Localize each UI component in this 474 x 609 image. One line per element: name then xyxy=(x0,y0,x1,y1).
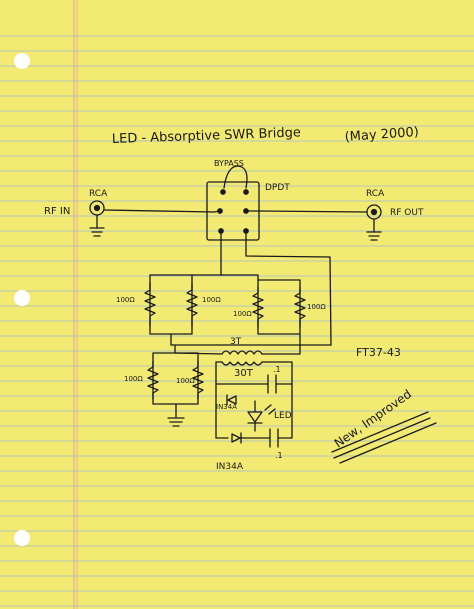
resistor-pair-left-frame xyxy=(149,274,239,346)
label-r6: 100Ω xyxy=(176,377,195,385)
label-r2: 100Ω xyxy=(202,296,221,304)
label-dpdt: DPDT xyxy=(265,183,290,193)
input-line xyxy=(103,209,215,213)
diode-top xyxy=(226,394,237,406)
resistor-r5 xyxy=(147,360,159,400)
detector-left-rail xyxy=(215,361,229,439)
wire-to-bridge-right xyxy=(245,232,332,346)
label-rf-out: RF OUT xyxy=(390,208,424,218)
diagram-date: (May 2000) xyxy=(344,125,419,145)
label-r5: 100Ω xyxy=(124,375,143,383)
label-r3: 100Ω xyxy=(233,310,252,318)
label-diode-top: IN34A xyxy=(216,403,237,411)
binder-hole-bottom xyxy=(14,530,30,546)
winding-3t xyxy=(221,350,263,355)
capacitor-bottom xyxy=(269,428,279,448)
label-led: LED xyxy=(274,411,292,421)
note-underline xyxy=(331,411,437,464)
capacitor-top xyxy=(267,374,277,394)
led-symbol xyxy=(247,400,276,432)
resistor-pair-bottom-frame xyxy=(152,352,199,419)
label-rf-in: RF IN xyxy=(44,206,70,217)
label-core: FT37-43 xyxy=(356,346,401,359)
resistor-r3 xyxy=(252,286,264,328)
ruled-lines xyxy=(0,35,474,607)
resistor-r4 xyxy=(294,286,306,328)
label-30t: 30T xyxy=(234,368,254,379)
binder-hole-middle xyxy=(14,290,30,306)
output-line xyxy=(258,210,368,213)
ground-symbol-bottom xyxy=(167,417,185,427)
rca-jack-output xyxy=(366,204,382,241)
label-3t: 3T xyxy=(230,337,242,347)
label-bypass: BYPASS xyxy=(214,159,244,168)
label-diode-bottom: IN34A xyxy=(216,462,244,472)
label-rca-output: RCA xyxy=(366,189,385,199)
label-r1: 100Ω xyxy=(116,296,135,304)
label-r4: 100Ω xyxy=(307,303,326,311)
label-cap-top: .1 xyxy=(273,365,281,374)
label-rca-input: RCA xyxy=(89,189,108,199)
detector-right-rail xyxy=(261,361,293,439)
resistor-r1 xyxy=(144,282,156,327)
bus-line xyxy=(170,344,332,354)
rca-jack-input xyxy=(89,200,105,237)
diagram-title: LED - Absorptive SWR Bridge xyxy=(112,125,301,147)
label-cap-bottom: .1 xyxy=(275,451,283,460)
binder-hole-top xyxy=(14,53,30,69)
resistor-r6 xyxy=(192,360,204,400)
winding-30t xyxy=(221,361,263,366)
resistor-r2 xyxy=(186,282,198,327)
